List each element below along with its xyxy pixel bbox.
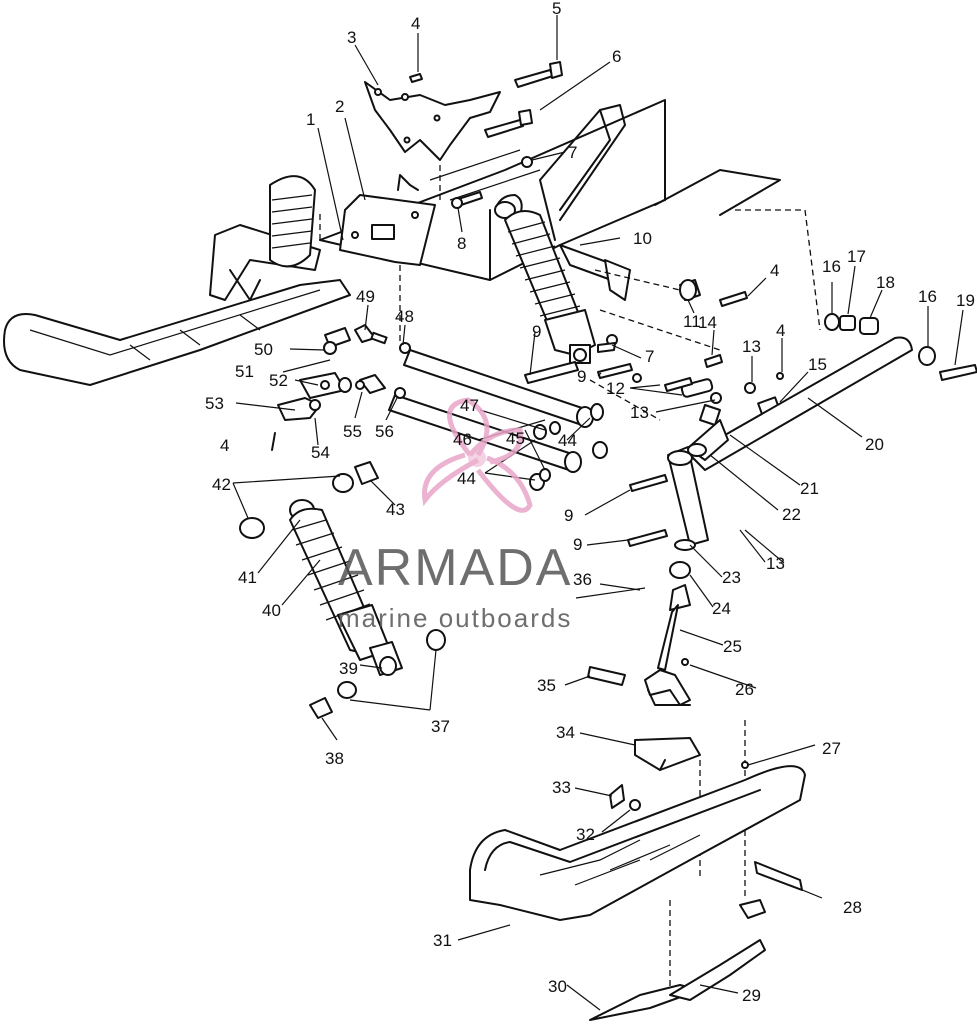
callout-35: 35 [537, 676, 556, 695]
callout-48: 48 [395, 307, 414, 326]
callout-53: 53 [205, 394, 224, 413]
callout-1: 1 [306, 110, 315, 129]
callout-11: 11 [683, 312, 701, 331]
callout-44a: 44 [558, 431, 577, 450]
lower-shock-assembly [239, 461, 446, 719]
callout-51: 51 [235, 362, 254, 381]
bolts-nine [524, 334, 668, 547]
callout-54: 54 [311, 443, 330, 462]
callout-7b: 7 [645, 347, 654, 366]
callout-46: 46 [453, 430, 472, 449]
callout-4d: 4 [220, 436, 229, 455]
watermark-tagline: marine outboards [338, 603, 572, 633]
callout-32: 32 [576, 825, 595, 844]
callout-41: 41 [238, 568, 257, 587]
callout-6: 6 [612, 47, 621, 66]
dashed-leaders [319, 100, 821, 990]
callout-19: 19 [956, 291, 975, 310]
callout-labels: 1 2 3 4 5 6 7 8 10 4 11 16 17 18 16 19 1… [205, 0, 975, 1005]
leader-lines [232, 15, 964, 1011]
callout-33: 33 [552, 778, 571, 797]
callout-4: 4 [411, 14, 420, 33]
callout-7: 7 [568, 143, 577, 162]
callout-44b: 44 [457, 469, 476, 488]
callout-36: 36 [573, 570, 592, 589]
callout-17: 17 [847, 247, 866, 266]
callout-9d: 9 [573, 535, 582, 554]
callout-21: 21 [800, 479, 819, 498]
callout-28: 28 [843, 898, 862, 917]
callout-14: 14 [698, 313, 717, 332]
callout-47: 47 [460, 396, 479, 415]
callout-4c: 4 [776, 321, 785, 340]
callout-13: 13 [742, 337, 761, 356]
callout-9c: 9 [564, 506, 573, 525]
callout-9b: 9 [577, 367, 586, 386]
callout-29: 29 [742, 986, 761, 1005]
callout-3: 3 [347, 28, 356, 47]
callout-25: 25 [723, 637, 742, 656]
callout-20: 20 [865, 435, 884, 454]
callout-16: 16 [822, 257, 841, 276]
callout-37: 37 [431, 717, 450, 736]
lower-ski-assembly [469, 737, 806, 1021]
callout-26: 26 [735, 680, 754, 699]
bracket-plate-assembly [339, 81, 501, 266]
callout-27: 27 [822, 739, 841, 758]
left-hardware [271, 324, 388, 451]
tie-bars [388, 342, 608, 491]
armada-watermark-logo [422, 397, 533, 513]
callout-30: 30 [548, 977, 567, 996]
propeller-icon [422, 397, 533, 513]
callout-55: 55 [343, 422, 362, 441]
callout-52: 52 [269, 371, 288, 390]
callout-38: 38 [325, 749, 344, 768]
callout-50: 50 [254, 340, 273, 359]
callout-45: 45 [506, 429, 525, 448]
callout-10: 10 [633, 229, 652, 248]
callout-13c: 13 [766, 554, 785, 573]
left-ski-assembly [3, 175, 351, 386]
propeller-hub-icon [468, 449, 486, 467]
callout-16b: 16 [918, 287, 937, 306]
callout-13b: 13 [630, 403, 649, 422]
callout-22: 22 [782, 505, 801, 524]
callout-43: 43 [386, 500, 405, 519]
callout-24: 24 [712, 599, 731, 618]
callout-2: 2 [335, 97, 344, 116]
callout-23: 23 [722, 568, 741, 587]
upper-bolts [409, 61, 563, 209]
watermark-brand: ARMADA [338, 539, 572, 597]
callout-18: 18 [876, 273, 895, 292]
right-shock-upper [494, 194, 631, 364]
callout-5: 5 [552, 0, 561, 18]
callout-12: 12 [606, 379, 625, 398]
callout-42: 42 [212, 475, 231, 494]
callout-8: 8 [457, 234, 466, 253]
radius-rod [689, 336, 913, 471]
callout-56: 56 [375, 422, 394, 441]
callout-34: 34 [556, 723, 575, 742]
callout-39: 39 [339, 659, 358, 678]
callout-15: 15 [808, 355, 827, 374]
callout-49: 49 [356, 287, 375, 306]
callout-40: 40 [262, 601, 281, 620]
callout-31: 31 [433, 931, 452, 950]
spindle-assembly [587, 419, 729, 706]
callout-4b: 4 [770, 261, 779, 280]
callout-9a: 9 [532, 322, 541, 341]
